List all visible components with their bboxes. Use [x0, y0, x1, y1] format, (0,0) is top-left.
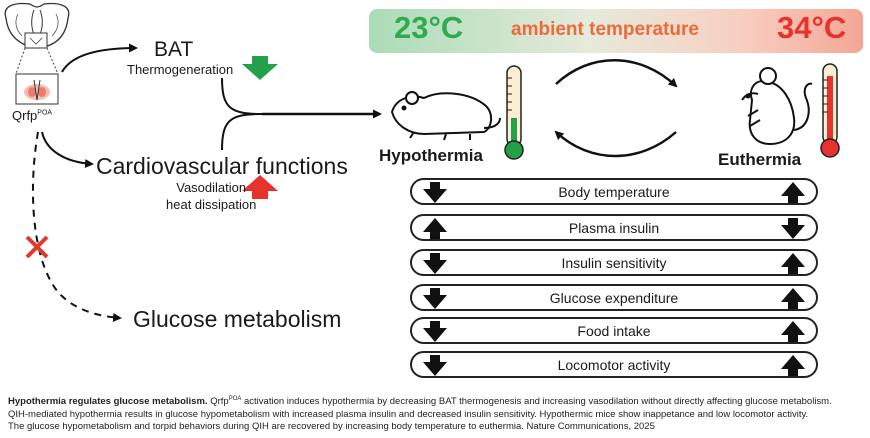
up-arrow-icon — [423, 218, 447, 239]
caption-line-1: Hypothermia regulates glucose metabolism… — [8, 393, 864, 409]
arrow-to-euthermia — [555, 59, 678, 88]
thermometer-cold-icon — [504, 65, 524, 160]
vasodilation-label: Vasodilation heat dissipation — [166, 179, 256, 213]
cold-temperature-label: 23°C — [394, 10, 464, 45]
thermogeneration-label: Thermogeneration — [127, 62, 234, 77]
comparison-row-label: Food intake — [577, 323, 651, 339]
poa-region-icon — [15, 73, 59, 105]
arrow-to-hypothermia-return — [554, 130, 677, 158]
comparison-row: Body temperature — [410, 178, 818, 205]
comparison-row: Food intake — [410, 317, 818, 344]
down-arrow-icon — [423, 321, 447, 342]
down-arrow-icon — [423, 182, 447, 203]
arrow-to-cardio — [41, 131, 94, 168]
down-arrow-icon — [423, 355, 447, 376]
caption-line-3: The glucose hypometabolism and torpid be… — [8, 421, 655, 433]
glucose-metabolism-label: Glucose metabolism — [133, 306, 342, 332]
arrow-to-bat — [61, 43, 138, 73]
down-arrow-icon — [423, 253, 447, 274]
hypothermia-label: Hypothermia — [379, 146, 483, 165]
comparison-row: Locomotor activity — [410, 351, 818, 378]
comparison-row: Insulin sensitivity — [410, 249, 818, 276]
bat-label: BAT — [154, 38, 194, 61]
merge-line-top — [221, 77, 263, 115]
heat-dissipation-text: heat dissipation — [166, 197, 257, 212]
up-arrow-icon — [781, 355, 805, 376]
caption-line1-rest: activation induces hypothermia by decrea… — [241, 396, 832, 408]
comparison-row-label: Body temperature — [558, 184, 670, 200]
zoom-line — [46, 47, 59, 75]
cross-icon — [25, 235, 49, 259]
arrow-to-glucose — [32, 131, 122, 322]
down-arrow-icon-stem — [252, 56, 268, 65]
caption-qrfp-sup: POA — [228, 396, 242, 402]
zoom-line — [15, 47, 26, 75]
comparison-row-label: Plasma insulin — [568, 220, 660, 236]
comparison-row: Plasma insulin — [410, 214, 818, 241]
up-arrow-icon — [781, 288, 805, 309]
caption-line-2: QIH-mediated hypothermia results in gluc… — [8, 408, 809, 420]
mouse-lying-icon — [391, 91, 501, 141]
down-arrow-icon — [242, 64, 278, 80]
up-arrow-icon — [781, 321, 805, 342]
up-arrow-icon — [242, 175, 278, 191]
comparison-row-label: Glucose expenditure — [549, 290, 679, 306]
hot-temperature-label: 34°C — [777, 10, 847, 45]
caption-title: Hypothermia regulates glucose metabolism… — [8, 396, 208, 408]
qrfp-poa-label: QrfpPOA — [12, 108, 53, 123]
caption-qrfp: Qrfp — [210, 396, 229, 408]
cardiovascular-label: Cardiovascular functions — [96, 153, 348, 179]
down-arrow-icon — [423, 288, 447, 309]
figure-caption: Hypothermia regulates glucose metabolism… — [8, 393, 864, 434]
euthermia-label: Euthermia — [718, 150, 802, 169]
down-arrow-icon — [781, 218, 805, 239]
up-arrow-icon — [781, 253, 805, 274]
up-arrow-icon — [781, 182, 805, 203]
brain-slice-icon — [4, 2, 70, 49]
vasodilation-text: Vasodilation — [176, 180, 247, 195]
comparison-row-label: Locomotor activity — [557, 357, 671, 373]
comparison-row-label: Insulin sensitivity — [561, 255, 667, 271]
ambient-temperature-bar — [369, 9, 863, 53]
thermometer-hot-icon — [820, 63, 840, 158]
comparison-row: Glucose expenditure — [410, 284, 818, 311]
mouse-standing-icon — [741, 67, 813, 145]
ambient-temperature-label: ambient temperature — [511, 19, 699, 40]
up-arrow-icon-stem — [252, 190, 268, 199]
merge-line-bottom — [221, 113, 263, 151]
